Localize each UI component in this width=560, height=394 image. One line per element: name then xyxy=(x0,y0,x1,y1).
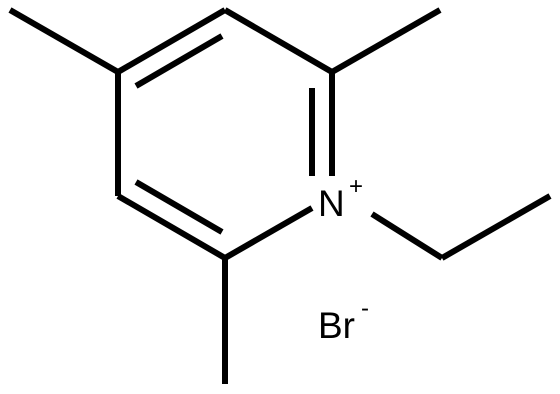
bond-c2-methyl xyxy=(330,7,442,75)
bond-c4-c3-inner xyxy=(134,179,224,235)
pyridinium-ring xyxy=(115,7,335,261)
bond-c6-c5 xyxy=(116,7,227,75)
bromide-label: Br xyxy=(318,305,355,346)
nitrogen-atom: N + xyxy=(318,173,363,224)
bond-c6-c5-inner xyxy=(134,33,224,89)
bromide-charge: - xyxy=(361,295,369,322)
nitrogen-charge: + xyxy=(349,173,363,200)
ethyl-substituent xyxy=(370,193,552,261)
bond-n-ch2 xyxy=(370,211,444,261)
bromide-ion: Br - xyxy=(318,295,369,346)
bond-c3-n xyxy=(223,205,314,261)
methyl-substituents xyxy=(8,7,442,384)
bond-c5-methyl xyxy=(8,7,120,75)
nitrogen-label: N xyxy=(318,183,345,224)
bond-c4-c3 xyxy=(116,193,227,261)
bond-ch2-ch3 xyxy=(440,193,552,261)
bond-c6-c2 xyxy=(223,7,334,75)
